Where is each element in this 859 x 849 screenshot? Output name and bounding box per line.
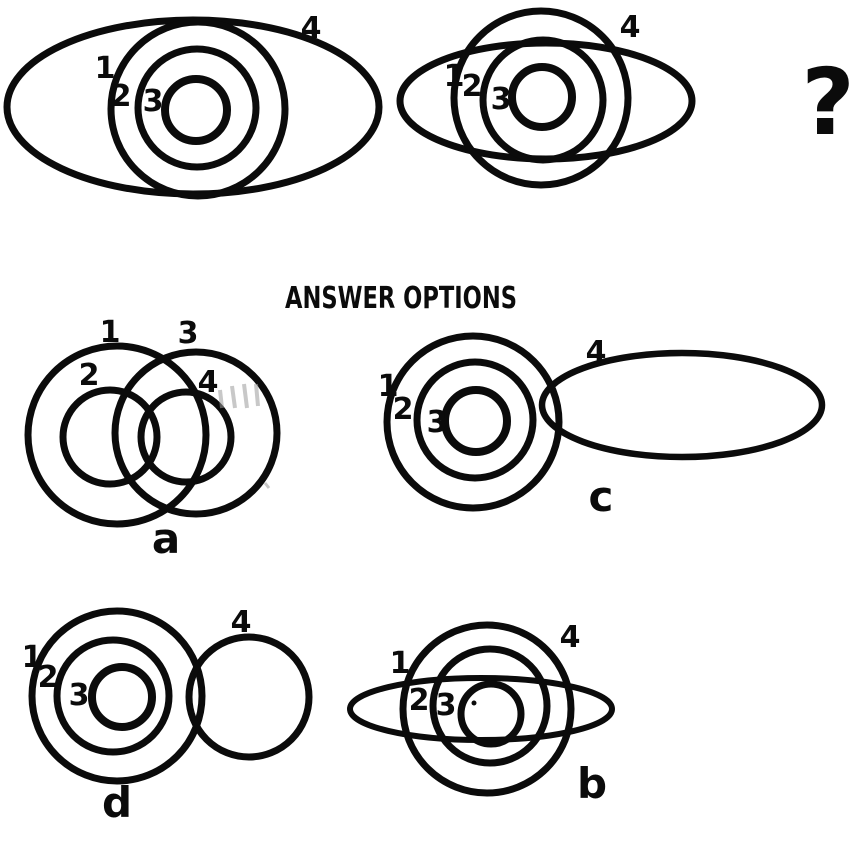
option-c[interactable]: 1 2 3 4 c	[378, 332, 826, 521]
small-left-circle-2	[59, 386, 161, 488]
label-3: 3	[427, 405, 448, 440]
label-2: 2	[409, 683, 430, 718]
label-2: 2	[38, 660, 59, 695]
small-right-circle-4	[137, 388, 235, 486]
label-3: 3	[69, 678, 90, 713]
label-1: 1	[95, 51, 116, 86]
label-3: 3	[436, 688, 457, 723]
option-b[interactable]: 1 2 3 4 b	[347, 620, 615, 808]
label-2: 2	[462, 69, 483, 104]
option-a[interactable]: 1 3 2 4 a	[24, 315, 281, 563]
middle-circle-2	[134, 45, 260, 171]
label-2: 2	[393, 392, 414, 427]
label-2: 2	[79, 358, 100, 393]
big-left-circle-1	[24, 342, 210, 528]
label-3: 3	[178, 316, 199, 351]
question-mark: ?	[801, 49, 854, 156]
answer-options-heading: ANSWER OPTIONS	[285, 281, 517, 316]
inner-circle-3	[457, 680, 525, 748]
middle-circle-2	[413, 358, 537, 482]
inner-circle-3	[508, 63, 576, 131]
outer-circle-1	[28, 607, 206, 785]
ellipse-4	[538, 349, 826, 461]
label-1: 1	[22, 640, 43, 675]
problem-figure-2: 1 2 3 4	[396, 7, 696, 189]
inner-circle-3	[441, 386, 511, 456]
outer-circle-1	[107, 18, 289, 200]
scan-artifact	[218, 383, 271, 489]
option-letter-d: d	[102, 778, 132, 827]
label-1: 1	[444, 59, 465, 94]
label-4: 4	[231, 605, 252, 640]
label-4: 4	[198, 365, 219, 400]
outer-circle-1	[383, 332, 563, 512]
option-d[interactable]: 1 2 3 4 d	[22, 605, 313, 827]
middle-circle-2	[53, 636, 173, 756]
label-1: 1	[378, 369, 399, 404]
right-circle-4	[185, 633, 313, 761]
label-4: 4	[620, 10, 641, 45]
label-1: 1	[390, 646, 411, 681]
label-4: 4	[586, 335, 607, 370]
label-4: 4	[301, 11, 322, 46]
inner-circle-3	[88, 663, 156, 731]
ink-dot	[471, 700, 477, 706]
middle-circle-2	[479, 36, 607, 164]
label-2: 2	[111, 79, 132, 114]
outer-circle-1	[450, 7, 632, 189]
problem-figure-1: 1 2 3 4	[3, 11, 383, 200]
label-3: 3	[491, 82, 512, 117]
big-right-circle-3	[111, 348, 281, 518]
middle-circle-2	[429, 645, 551, 767]
label-1: 1	[100, 315, 121, 350]
option-letter-b: b	[577, 759, 607, 808]
label-4: 4	[560, 620, 581, 655]
option-letter-c: c	[589, 472, 614, 521]
inner-circle-3	[161, 75, 231, 145]
outer-circle-1	[399, 621, 575, 797]
label-3: 3	[143, 84, 164, 119]
option-letter-a: a	[152, 514, 180, 563]
